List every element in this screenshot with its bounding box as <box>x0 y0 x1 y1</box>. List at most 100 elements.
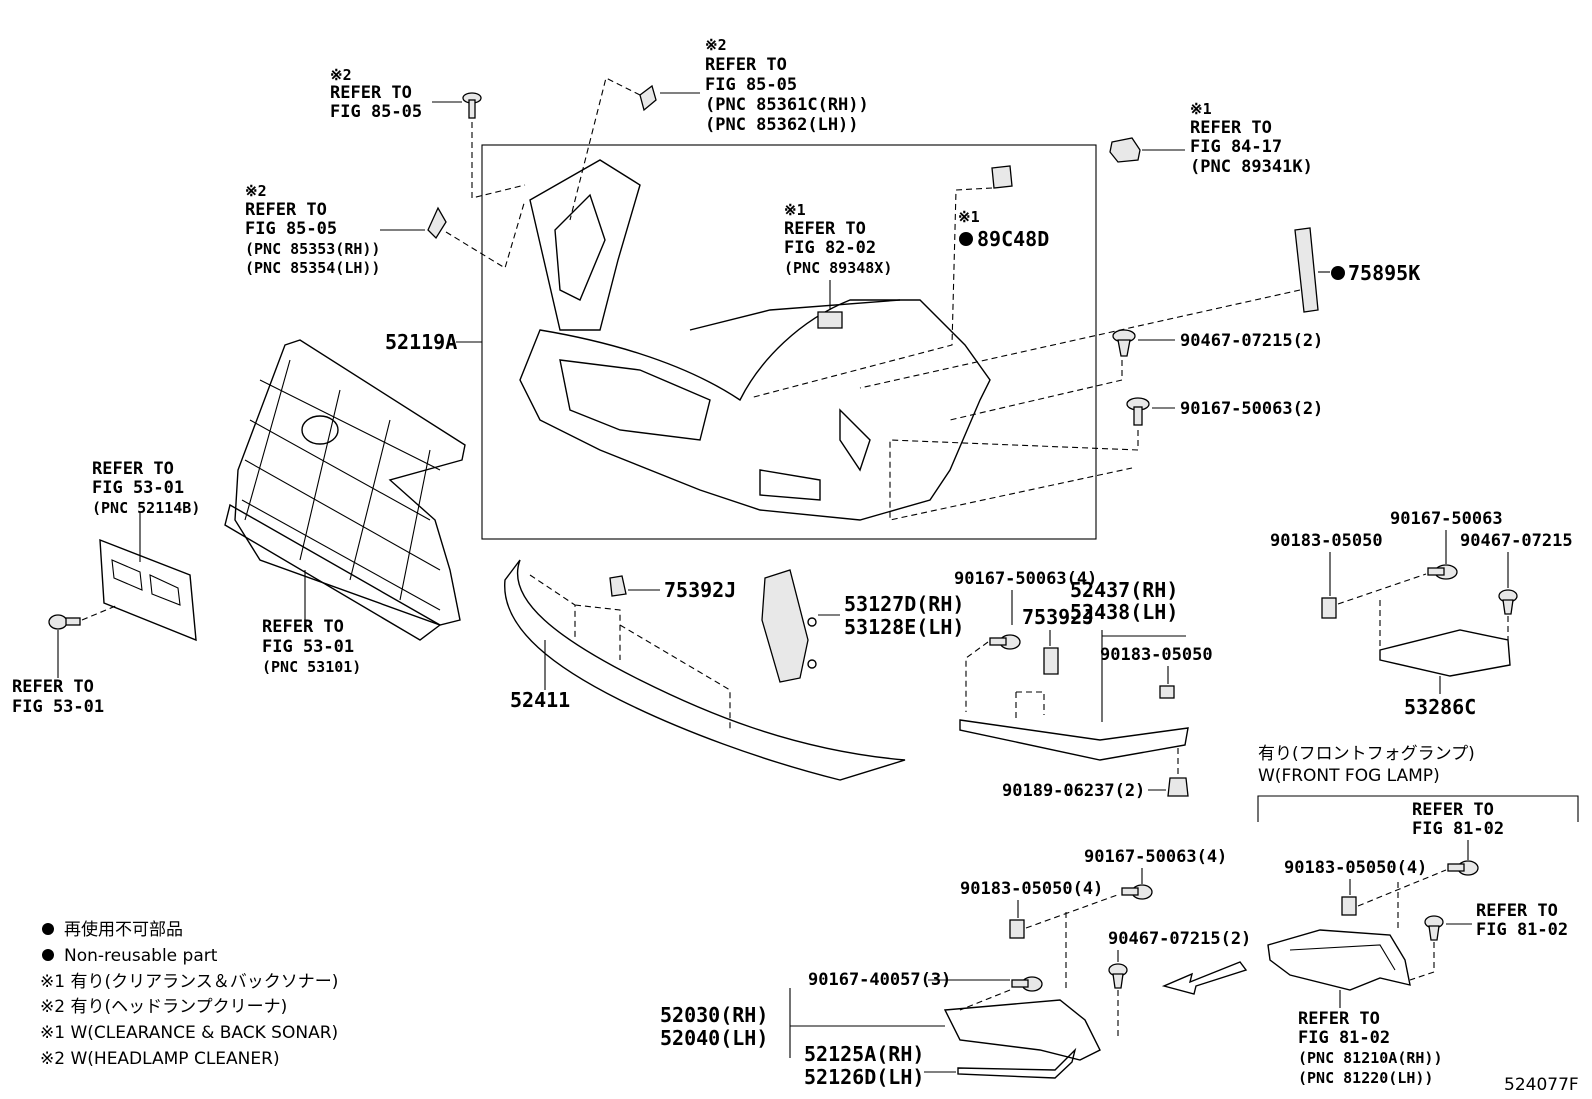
lower-spoiler-52411 <box>504 559 906 781</box>
svg-text:FIG 53-01: FIG 53-01 <box>92 478 184 498</box>
label-90467-07215-r: 90467-07215 <box>1460 531 1573 551</box>
svg-text:REFER TO: REFER TO <box>1476 901 1558 921</box>
callout-89c48d: ※1 89C48D <box>958 208 1049 251</box>
nut-90183-icon <box>1159 685 1175 699</box>
callout-ref-53-01-b: REFER TO FIG 53-01 (PNC 53101) <box>262 617 361 676</box>
legend-m2-jp: ※2 有り(ヘッドランプクリーナ) <box>40 997 287 1017</box>
label-52411: 52411 <box>510 688 570 712</box>
label-90183-05050-r: 90183-05050 <box>1270 531 1383 551</box>
label-52438: 52438(LH) <box>1070 600 1178 624</box>
label-90167-50063-2: 90167-50063(2) <box>1180 399 1323 419</box>
svg-text:(PNC 85354(LH)): (PNC 85354(LH)) <box>245 259 380 277</box>
label-90167-50063-4b: 90167-50063(4) <box>1084 847 1227 867</box>
screw-53286-icon <box>1427 564 1458 580</box>
clip-90467-icon <box>1112 329 1136 357</box>
label-52437: 52437(RH) <box>1070 578 1178 602</box>
svg-text:(PNC 81210A(RH)): (PNC 81210A(RH)) <box>1298 1049 1443 1067</box>
svg-text:REFER TO: REFER TO <box>12 677 94 697</box>
legend-m2-en: ※2 W(HEADLAMP CLEANER) <box>40 1049 280 1069</box>
svg-text:REFER TO: REFER TO <box>245 200 327 220</box>
label-90167-50063-4a: 90167-50063(4) <box>954 569 1097 589</box>
svg-text:89C48D: 89C48D <box>977 227 1049 251</box>
seal-strip-75895k <box>1294 227 1319 313</box>
svg-text:(PNC 85361C(RH)): (PNC 85361C(RH)) <box>705 95 869 115</box>
screw-moulding-icon <box>989 634 1021 650</box>
label-90467-07215-2b: 90467-07215(2) <box>1108 929 1251 949</box>
fog-lamp-jp: 有り(フロントフォグランプ) <box>1258 744 1475 764</box>
svg-text:FIG 84-17: FIG 84-17 <box>1190 137 1282 157</box>
callout-ref-81-02-mid: REFER TO FIG 81-02 <box>1476 901 1568 940</box>
sensor-bracket-icon <box>1109 137 1141 163</box>
callout-ref-85-05-mid: ※2 REFER TO FIG 85-05 (PNC 85361C(RH)) (… <box>705 36 869 135</box>
label-53286c: 53286C <box>1404 695 1476 719</box>
fog-lamp-assembly <box>1267 929 1411 991</box>
nut-cover-icon <box>1009 919 1025 939</box>
callout-ref-53-01-c: REFER TO FIG 53-01 <box>12 677 104 717</box>
bracket-53286c <box>1379 629 1511 677</box>
svg-text:(PNC 89348X): (PNC 89348X) <box>784 259 892 277</box>
label-90189-06237: 90189-06237(2) <box>1002 781 1145 801</box>
callout-75895k: 75895K <box>1331 261 1420 285</box>
svg-text:FIG 85-05: FIG 85-05 <box>705 75 797 95</box>
svg-text:FIG 53-01: FIG 53-01 <box>12 697 104 717</box>
bolt-icon <box>462 92 482 119</box>
clip-75392j-icon <box>609 575 627 597</box>
label-52030: 52030(RH) <box>660 1003 768 1027</box>
moulding-52125a <box>957 1047 1077 1079</box>
svg-text:75895K: 75895K <box>1348 261 1420 285</box>
svg-text:FIG 85-05: FIG 85-05 <box>330 102 422 122</box>
svg-text:※1: ※1 <box>958 208 980 226</box>
nozzle-icon <box>427 206 447 240</box>
screw-40057-icon <box>1011 976 1043 992</box>
svg-text:FIG 81-02: FIG 81-02 <box>1476 920 1568 940</box>
clip-fog-icon <box>1424 915 1444 941</box>
fog-bracket-frame <box>1257 795 1579 822</box>
nut-53286-icon <box>1321 597 1337 619</box>
svg-text:FIG 85-05: FIG 85-05 <box>245 219 337 239</box>
label-52126d: 52126D(LH) <box>804 1065 924 1089</box>
direction-arrow-icon <box>1161 961 1248 995</box>
screw-fog-icon <box>1447 860 1479 876</box>
screw-cover-icon <box>1121 884 1153 900</box>
nut-fog-icon <box>1341 896 1357 916</box>
svg-text:(PNC 85362(LH)): (PNC 85362(LH)) <box>705 115 859 135</box>
label-90183-05050-4b: 90183-05050(4) <box>1284 858 1427 878</box>
callout-ref-85-05-left: ※2 REFER TO FIG 85-05 (PNC 85353(RH)) (P… <box>245 182 380 277</box>
svg-text:REFER TO: REFER TO <box>92 459 174 479</box>
label-90183-05050-4a: 90183-05050(4) <box>960 879 1103 899</box>
nozzle-cap-icon <box>639 84 657 112</box>
svg-text:FIG 82-02: FIG 82-02 <box>784 238 876 258</box>
radiator-grille <box>224 339 466 641</box>
label-90467-07215-2: 90467-07215(2) <box>1180 331 1323 351</box>
svg-text:REFER TO: REFER TO <box>330 83 412 103</box>
callout-ref-84-17: ※1 REFER TO FIG 84-17 (PNC 89341K) <box>1190 100 1313 177</box>
moulding-52437 <box>959 719 1189 761</box>
legend-m1-jp: ※1 有り(クリアランス＆バックソナー) <box>40 972 338 992</box>
svg-text:※2: ※2 <box>705 36 727 54</box>
svg-text:REFER TO: REFER TO <box>1190 118 1272 138</box>
reflector <box>761 569 817 683</box>
svg-text:※2: ※2 <box>245 182 267 200</box>
svg-text:REFER TO: REFER TO <box>262 617 344 637</box>
label-52125a: 52125A(RH) <box>804 1042 924 1066</box>
callout-ref-53-01-a: REFER TO FIG 53-01 (PNC 52114B) <box>92 459 200 517</box>
svg-text:※1: ※1 <box>1190 100 1212 118</box>
screw-90167-icon <box>1126 397 1150 426</box>
svg-text:(PNC 53101): (PNC 53101) <box>262 658 361 676</box>
svg-text:REFER TO: REFER TO <box>1298 1009 1380 1029</box>
svg-text:※1: ※1 <box>784 201 806 219</box>
label-90183-05050-a: 90183-05050 <box>1100 645 1213 665</box>
bracket-89c48d-icon <box>991 165 1013 189</box>
fog-cover-52030 <box>943 999 1101 1061</box>
bolt-53-01-icon <box>48 614 81 630</box>
callout-ref-82-02: ※1 REFER TO FIG 82-02 (PNC 89348X) <box>784 201 892 277</box>
svg-text:※2: ※2 <box>330 66 352 84</box>
callout-ref-81-02-top: REFER TO FIG 81-02 <box>1412 800 1504 839</box>
figure-id: 524077F <box>1504 1075 1579 1095</box>
svg-text:REFER TO: REFER TO <box>784 219 866 239</box>
sonar-retainer-icon <box>817 311 843 329</box>
svg-text:(PNC 81220(LH)): (PNC 81220(LH)) <box>1298 1069 1433 1087</box>
label-53127d: 53127D(RH) <box>844 592 964 616</box>
label-75392j-a: 75392J <box>664 578 736 602</box>
